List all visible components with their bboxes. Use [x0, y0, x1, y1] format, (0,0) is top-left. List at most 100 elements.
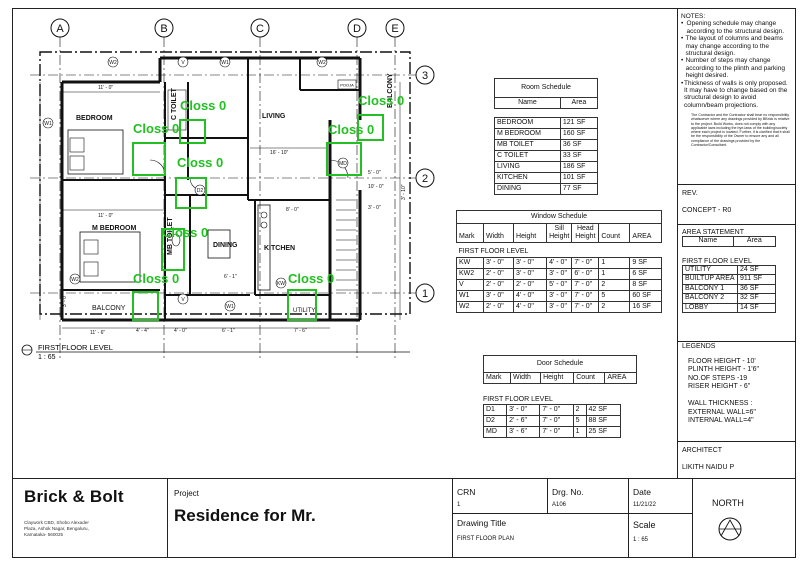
group-label: FIRST FLOOR LEVEL [456, 242, 662, 258]
drg-no-label: Drg. No. [552, 487, 584, 497]
window-tag-kw: KW [275, 277, 287, 289]
table-cell: 42 SF [585, 404, 622, 416]
table-cell: BEDROOM [494, 117, 561, 129]
divider [678, 224, 796, 225]
table-cell: 8 SF [629, 279, 662, 291]
date-value: 11/21/22 [633, 502, 656, 508]
divider [678, 341, 796, 342]
table-cell: 7' - 0" [571, 257, 600, 269]
table-cell: BALCONY 2 [682, 293, 738, 304]
column-header: Area [559, 97, 599, 109]
table-cell: LOBBY [682, 302, 738, 313]
window-schedule-title: Window Schedule [456, 210, 662, 224]
table-cell: 911 SF [737, 274, 776, 285]
project-name: Residence for Mr. [174, 506, 316, 525]
grid-label-1: 1 [422, 288, 428, 300]
table-cell: 3' - 0" [482, 290, 515, 302]
notes-panel: NOTES: •Opening schedule may change acco… [681, 13, 790, 147]
table-cell: 121 SF [559, 117, 599, 129]
table-cell: W1 [456, 290, 484, 302]
dim-text: 6' - 1" [222, 328, 235, 334]
grid-label-2: 2 [422, 173, 428, 185]
closs-label: Closs 0 [177, 155, 223, 170]
brand-logo: Brick & Bolt [24, 487, 124, 506]
dim-text: 16' - 10" [270, 150, 289, 156]
table-cell: DINING [494, 183, 561, 195]
room-label-dining: DINING [213, 242, 238, 249]
table-cell [494, 108, 598, 118]
table-cell: 77 SF [559, 183, 599, 195]
column-header: Mark [482, 372, 512, 384]
room-label-bedroom: BEDROOM [76, 115, 113, 122]
dim-text: 5' - 0" [368, 170, 381, 176]
view-scale: 1 : 65 [38, 354, 56, 361]
plan-text: W2 [71, 277, 79, 283]
column-header: Name [682, 236, 734, 247]
table-cell: 3' - 0" [546, 290, 573, 302]
column-header: Mark [456, 223, 484, 243]
table-cell: 3' - 0" [546, 268, 573, 280]
titleblock-divider [547, 478, 548, 513]
sidebar-divider [677, 8, 678, 478]
column-header: Head Height [571, 223, 600, 243]
column-header: Width [482, 223, 515, 243]
table-cell: 33 SF [559, 150, 599, 162]
crn-value: 1 [457, 502, 461, 508]
sheet-border [12, 8, 796, 558]
table-cell: V [456, 279, 484, 291]
table-cell: 36 SF [559, 139, 599, 151]
table-cell: BUILTUP AREA [682, 274, 738, 285]
window-tag-w2: W2 [107, 56, 119, 68]
view-title: FIRST FLOOR LEVEL [38, 343, 113, 352]
table-cell: 1 [572, 426, 587, 438]
scale-label: Scale [633, 520, 656, 530]
table-cell: 6 SF [629, 268, 662, 280]
table-cell: 4' - 0" [546, 257, 573, 269]
titleblock-divider [452, 513, 692, 514]
column-header: Height [513, 223, 548, 243]
dim-text: 7' - 6" [294, 328, 307, 334]
dim-text: 11' - 0" [98, 85, 113, 91]
grid-label-b: B [160, 23, 167, 35]
disclaimer-text: The Contractor and the Contractor shall … [691, 113, 790, 147]
brand-address: Claywork CBD, Shobo Alexader Plaza, Asho… [24, 520, 89, 537]
column-header: AREA [604, 372, 637, 384]
table-cell: 2 [572, 404, 587, 416]
note-item: The layout of columns and beams may chan… [685, 35, 784, 58]
window-tag-w1: W1 [224, 300, 236, 312]
legend-line: INTERNAL WALL=4" [688, 417, 754, 425]
table-cell: 2 [598, 301, 631, 313]
room-label-utility: UTILITY [293, 308, 315, 314]
table-cell: 2' - 6" [506, 415, 541, 427]
table-cell: 7' - 0" [571, 279, 600, 291]
table-cell: 7' - 0" [539, 415, 574, 427]
column-header: Width [510, 372, 542, 384]
table-cell: D1 [482, 404, 508, 416]
area-statement-title: AREA STATEMENT [682, 229, 744, 236]
plan-text: V [181, 297, 185, 303]
window-tag-w1: W1 [219, 56, 231, 68]
column-header: Count [598, 223, 631, 243]
table-cell: 4' - 0" [513, 290, 548, 302]
legend-line: EXTERNAL WALL=6" [688, 408, 756, 416]
column-header: Name [494, 97, 561, 109]
pooja-label: POOJA [340, 83, 354, 88]
dim-text: 11' - 0" [98, 213, 113, 219]
table-cell: 1 [598, 268, 631, 280]
plan-text: D2 [197, 188, 204, 194]
dim-text: 4' - 4" [136, 328, 149, 334]
closs-label: Closs 0 [358, 93, 404, 108]
